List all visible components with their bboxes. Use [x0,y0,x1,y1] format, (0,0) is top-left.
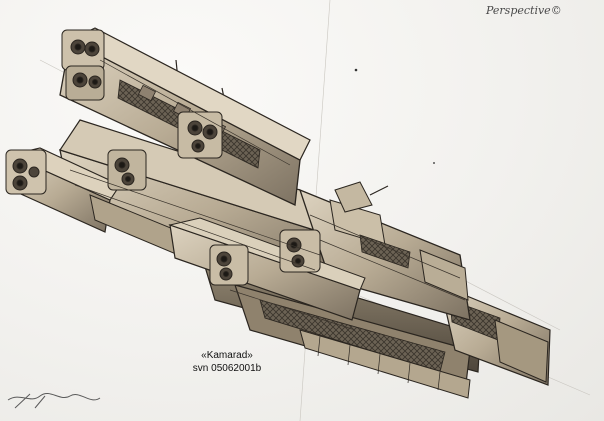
drawing-caption: «Kamarad» svn 05062001b [176,349,278,375]
panel-lines [69,59,466,331]
signature-scribble [7,392,101,409]
signature-top-right: Perspective© [486,4,562,17]
turret-upper-front [61,29,105,101]
turret-upper-mid [177,111,223,159]
ship-name: «Kamarad» [201,350,253,361]
turret-center [107,149,147,191]
paper-speck [433,162,435,164]
turrets [5,29,321,286]
turret-lower-right [279,229,321,273]
ship-serial: svn 05062001b [192,363,262,374]
paper-speck [354,68,358,72]
turret-lower-left [209,244,249,286]
turret-left [5,149,47,195]
